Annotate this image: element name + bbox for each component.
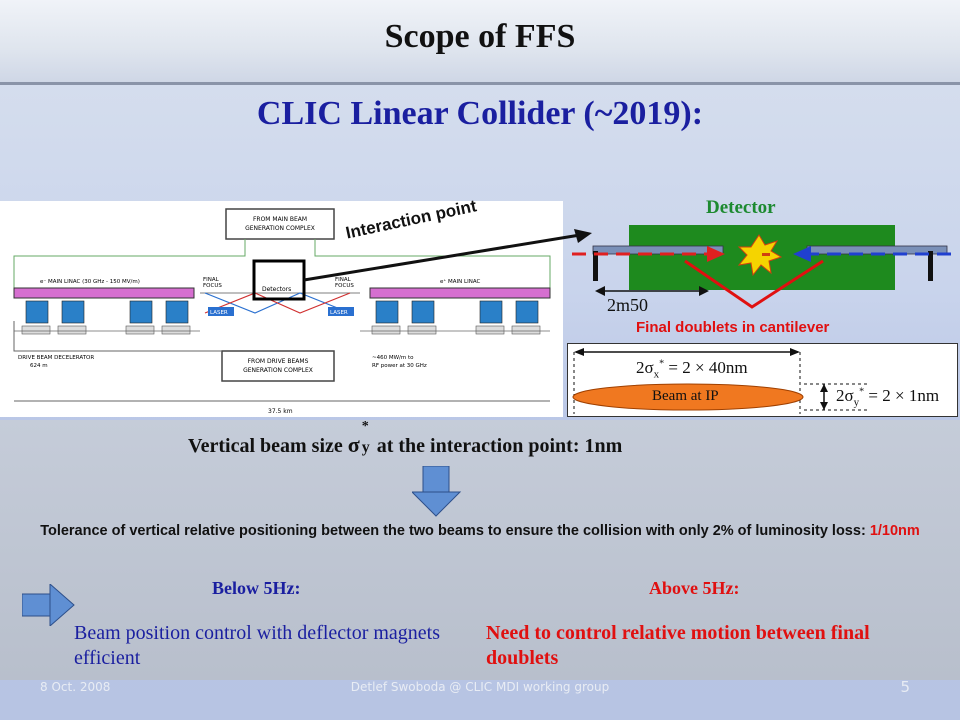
from-drive-label: FROM DRIVE BEAMS [248,358,309,365]
detectors-label: Detectors [262,286,291,293]
sigma-x-label: 2σx* = 2 × 40nm [636,358,748,381]
beam-ip-svg [572,348,868,414]
interaction-arrow [303,229,592,282]
detector-panel: Detector 2m50 Final doublets in cantilev… [567,195,960,345]
svg-text:RF power at 30 GHz: RF power at 30 GHz [372,363,427,369]
page-number: 5 [900,678,910,696]
above-5hz-text: Need to control relative motion between … [486,622,870,669]
lower-band [0,420,960,680]
laser-left: LASER [210,310,228,316]
down-arrow-icon [412,466,462,517]
beam-label: Beam at IP [652,388,719,404]
beam-at-ip-panel: 2σx* = 2 × 40nm Beam at IP 2σy* = 2 × 1n… [567,343,958,417]
clic-schematic-svg: FROM MAIN BEAM GENERATION COMPLEX FROM D… [13,208,551,415]
svg-text:GENERATION COMPLEX: GENERATION COMPLEX [243,367,313,374]
right-arrow-icon [22,584,75,626]
slide-title: Scope of FFS [384,18,576,55]
clic-schematic: FROM MAIN BEAM GENERATION COMPLEX FROM D… [0,201,563,417]
detector-svg [572,225,957,309]
below-5hz-text: Beam position control with deflector mag… [74,622,441,669]
linac-left-label: e⁻ MAIN LINAC (30 GHz - 150 MV/m) [40,279,140,285]
footer-date: 8 Oct. 2008 [40,680,111,694]
final-focus-right-label: FINAL [335,277,352,283]
from-main-label: FROM MAIN BEAM [253,216,307,223]
dimension-label: 2m50 [607,295,649,315]
detector-label: Detector [706,197,776,218]
footer: 8 Oct. 2008 Detlef Swoboda @ CLIC MDI wo… [0,676,960,698]
doublets-label: Final doublets in cantilever [636,319,830,336]
rf-power-label: ~460 MW/m to [372,355,414,361]
below-5hz-label: Below 5Hz: [212,578,301,598]
svg-text:624 m: 624 m [30,363,48,369]
vertical-beam-size: Vertical beam size σ*y at the interactio… [188,419,623,457]
linac-right-label: e⁺ MAIN LINAC [440,278,480,285]
sigma-y-label: 2σy* = 2 × 1nm [836,386,940,409]
footer-author: Detlef Swoboda @ CLIC MDI working group [350,680,610,694]
final-focus-left-label: FINAL [203,277,220,283]
decelerator-label: DRIVE BEAM DECELERATOR [18,355,94,361]
above-5hz-label: Above 5Hz: [649,578,740,598]
length-label: 37.5 km [268,408,293,415]
slide-subtitle: CLIC Linear Collider (~2019): [256,95,704,132]
tolerance-text: Tolerance of vertical relative positioni… [40,523,920,539]
svg-text:FOCUS: FOCUS [203,283,222,289]
laser-right: LASER [330,310,348,316]
tolerance-value: 1/10nm [869,523,920,539]
title-bar [0,0,960,85]
sigma-symbol: σ [347,432,360,457]
svg-text:GENERATION COMPLEX: GENERATION COMPLEX [245,225,315,232]
svg-text:FOCUS: FOCUS [335,283,354,289]
